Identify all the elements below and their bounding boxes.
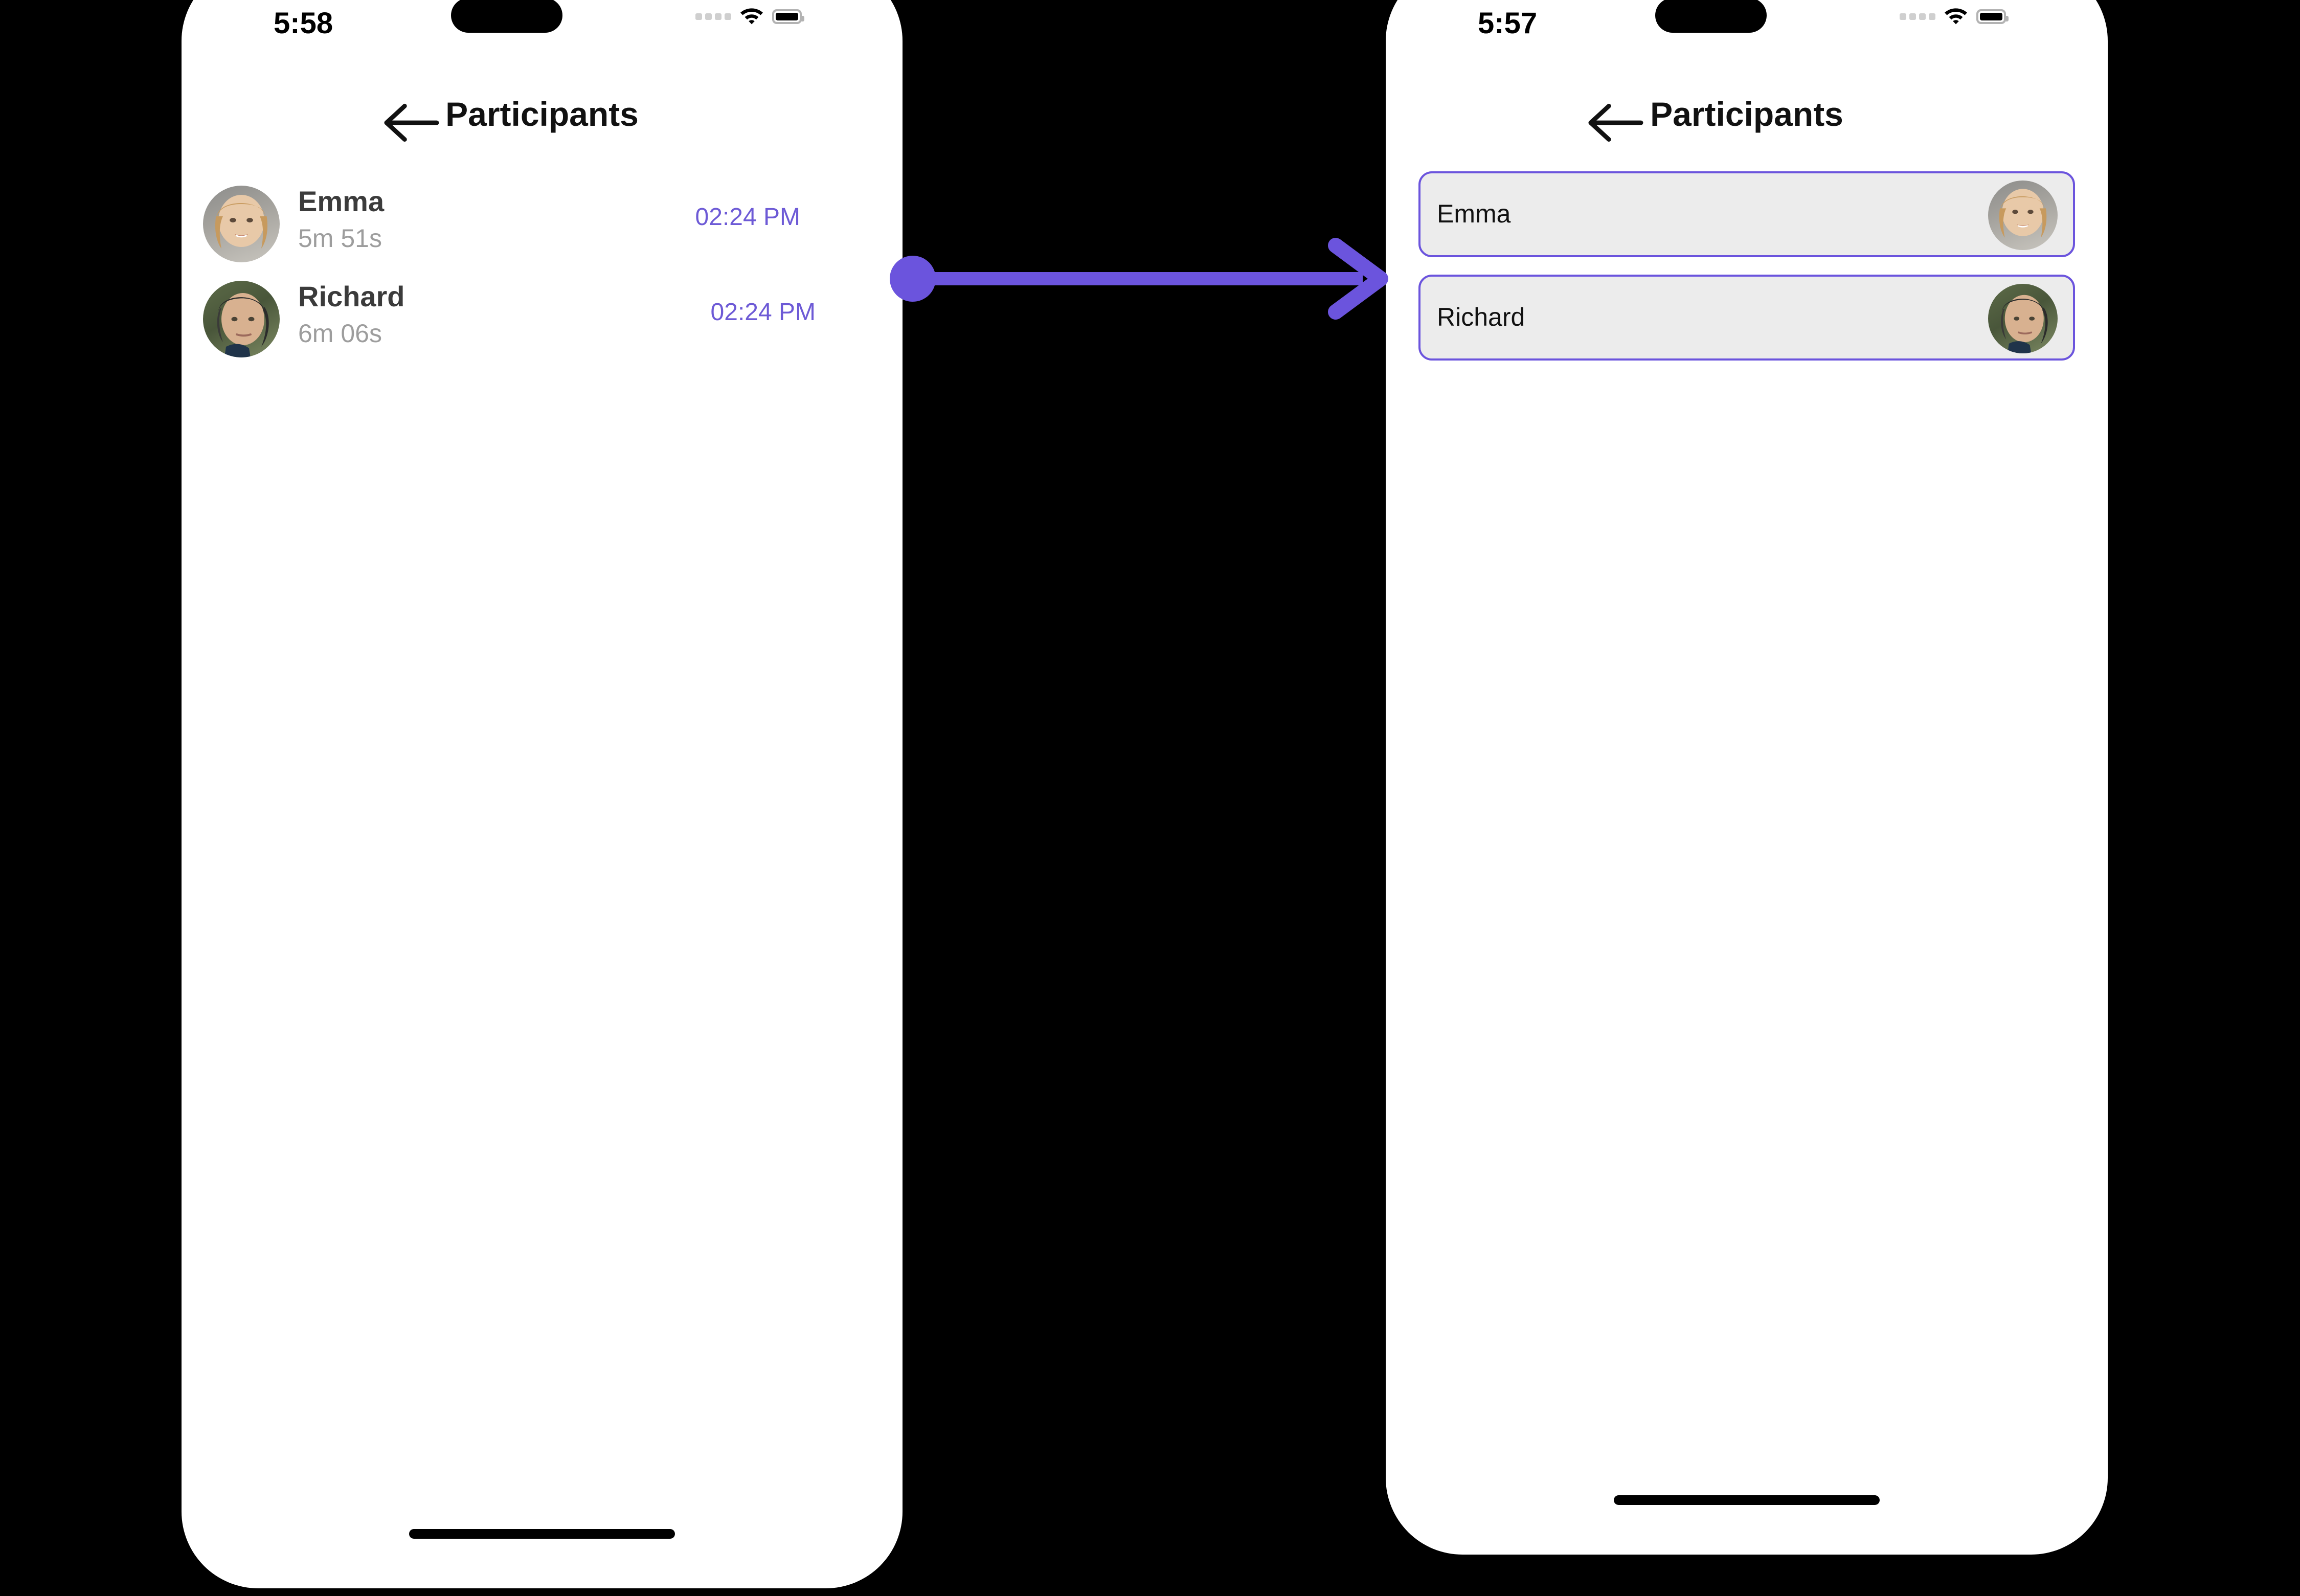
signal-dots-icon bbox=[695, 13, 731, 20]
participant-timestamp: 02:24 PM bbox=[695, 204, 800, 231]
dynamic-island bbox=[1655, 0, 1767, 33]
signal-dots-icon bbox=[1900, 13, 1935, 20]
participant-name: Richard bbox=[1437, 303, 1525, 331]
back-arrow-icon[interactable] bbox=[1585, 100, 1647, 146]
participant-row-emma[interactable]: Emma 5m 51s 02:24 PM bbox=[182, 176, 903, 272]
status-icons bbox=[1900, 7, 2009, 26]
richard-avatar bbox=[1988, 284, 2058, 353]
wifi-icon bbox=[740, 8, 763, 25]
page-title: Participants bbox=[445, 95, 639, 133]
richard-avatar bbox=[203, 281, 280, 357]
participant-card-list-after: Emma Richard bbox=[1386, 171, 2108, 378]
battery-icon bbox=[1976, 9, 2009, 24]
home-indicator bbox=[409, 1529, 675, 1539]
wifi-icon bbox=[1945, 8, 1967, 25]
nav-bar-after: Participants bbox=[1386, 95, 2108, 161]
home-indicator bbox=[1614, 1495, 1880, 1505]
phone-screen-before: 5:58 Participants bbox=[182, 0, 903, 1588]
flow-connector-arrow bbox=[890, 238, 1388, 320]
dynamic-island bbox=[451, 0, 562, 33]
emma-avatar bbox=[203, 186, 280, 262]
emma-avatar bbox=[1988, 181, 2058, 250]
participant-duration: 5m 51s bbox=[298, 224, 382, 253]
phone-screen-after: 5:57 Participants Emma bbox=[1386, 0, 2108, 1555]
participant-name: Richard bbox=[298, 280, 405, 312]
participant-name: Emma bbox=[298, 185, 385, 217]
connector-arrowhead bbox=[1328, 238, 1388, 320]
participant-name: Emma bbox=[1437, 199, 1511, 228]
participant-duration: 6m 06s bbox=[298, 319, 382, 348]
participant-card-richard[interactable]: Richard bbox=[1418, 275, 2075, 361]
nav-bar-before: Participants bbox=[182, 95, 903, 161]
participant-card-emma[interactable]: Emma bbox=[1418, 171, 2075, 257]
status-bar-before: 5:58 bbox=[182, 0, 903, 56]
status-time: 5:58 bbox=[274, 7, 333, 40]
participant-row-richard[interactable]: Richard 6m 06s 02:24 PM bbox=[182, 272, 903, 367]
status-bar-after: 5:57 bbox=[1386, 0, 2108, 56]
back-arrow-icon[interactable] bbox=[381, 100, 442, 146]
participant-timestamp: 02:24 PM bbox=[710, 299, 816, 326]
participant-list-before: Emma 5m 51s 02:24 PM bbox=[182, 176, 903, 367]
status-time: 5:57 bbox=[1478, 7, 1538, 40]
page-title: Participants bbox=[1650, 95, 1843, 133]
battery-icon bbox=[772, 9, 804, 24]
status-icons bbox=[695, 7, 804, 26]
